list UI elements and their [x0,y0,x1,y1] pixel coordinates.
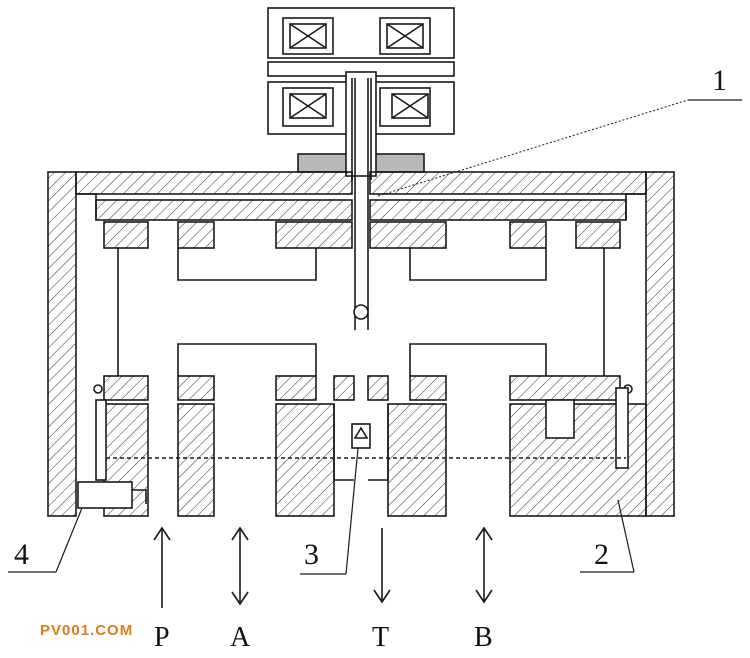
leader-lines [8,99,742,575]
port-t-label: T [372,622,389,653]
sensor-block [77,481,133,509]
port-b-label: B [474,622,493,653]
valve-body [47,171,675,517]
callout-1-label: 1 [712,64,727,97]
port-arrows [153,526,493,608]
port-a-label: A [230,622,251,653]
callout-2-label: 2 [594,538,609,571]
callout-4-label: 4 [14,538,29,571]
callout-3-label: 3 [304,538,319,571]
port-p-label: P [154,622,170,653]
watermark-text: PV001.COM [40,622,134,639]
pilot-stem [345,71,377,330]
